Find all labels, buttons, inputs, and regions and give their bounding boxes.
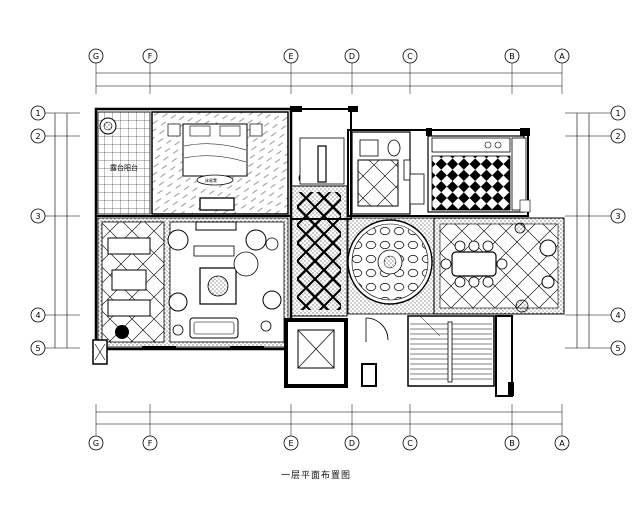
svg-text:2: 2 <box>35 132 40 141</box>
dining-table-icon <box>440 240 508 288</box>
plant-icon <box>99 117 117 135</box>
axis-bubble-left-3: 3 <box>30 208 46 224</box>
axis-bubble-right-5: 5 <box>610 340 626 356</box>
axis-bubble-bottom-D: D <box>344 435 360 451</box>
axis-bubble-bottom-B: B <box>504 435 520 451</box>
svg-text:5: 5 <box>35 344 40 353</box>
axis-bubble-bottom-E: E <box>283 435 299 451</box>
axis-bubble-top-A: A <box>554 48 570 64</box>
svg-text:1: 1 <box>35 109 40 118</box>
terrace: 露台阳台 <box>97 111 151 215</box>
axis-bubble-left-5: 5 <box>30 340 46 356</box>
svg-text:D: D <box>349 439 355 448</box>
axis-bubble-right-3: 3 <box>610 208 626 224</box>
axis-bubble-left-1: 1 <box>30 105 46 121</box>
svg-text:D: D <box>349 52 355 61</box>
elevator-icon <box>284 318 348 388</box>
terrace-label: 露台阳台 <box>110 163 138 172</box>
svg-text:C: C <box>407 52 413 61</box>
svg-text:5: 5 <box>615 344 620 353</box>
axis-bubble-right-4: 4 <box>610 307 626 323</box>
svg-text:3: 3 <box>35 212 40 221</box>
sofa-icon <box>107 237 239 339</box>
axis-bubble-right-1: 1 <box>610 105 626 121</box>
axis-bubble-top-G: G <box>88 48 104 64</box>
entry-door <box>361 317 389 387</box>
drawing-title: 一层平面布置图 <box>280 471 351 481</box>
svg-text:B: B <box>509 439 515 448</box>
axis-bubble-bottom-C: C <box>402 435 418 451</box>
bathroom <box>351 131 425 215</box>
dimension-lines-side <box>54 113 590 348</box>
svg-text:G: G <box>93 52 99 61</box>
bed-icon <box>167 123 263 177</box>
svg-text:4: 4 <box>35 311 40 320</box>
svg-text:E: E <box>288 52 293 61</box>
svg-text:4: 4 <box>615 311 620 320</box>
axis-bubble-left-2: 2 <box>30 128 46 144</box>
svg-text:F: F <box>148 439 153 448</box>
bed-end-bench-label: 床尾凳 <box>205 177 217 183</box>
svg-text:C: C <box>407 439 413 448</box>
svg-text:A: A <box>559 52 565 61</box>
axis-bubble-bottom-G: G <box>88 435 104 451</box>
hall-corridor <box>290 172 348 317</box>
axis-bubble-top-B: B <box>504 48 520 64</box>
svg-text:F: F <box>148 52 153 61</box>
axis-bubble-top-F: F <box>142 48 158 64</box>
round-rug-icon <box>347 217 435 315</box>
lower-stair <box>407 315 495 387</box>
dining-room <box>433 217 565 315</box>
kitchen <box>427 135 531 213</box>
axis-bubble-top-C: C <box>402 48 418 64</box>
svg-text:3: 3 <box>615 212 620 221</box>
axis-bubble-top-E: E <box>283 48 299 64</box>
bedroom: 床尾凳 <box>151 111 289 215</box>
svg-text:B: B <box>509 52 515 61</box>
svg-text:A: A <box>559 439 565 448</box>
axis-bubble-right-2: 2 <box>610 128 626 144</box>
svg-text:E: E <box>288 439 293 448</box>
axis-bubble-left-4: 4 <box>30 307 46 323</box>
svg-text:1: 1 <box>615 109 620 118</box>
svg-text:2: 2 <box>615 132 620 141</box>
dimension-lines-top <box>96 72 562 87</box>
dimension-lines-bottom <box>96 411 562 425</box>
stair-icon <box>299 137 345 185</box>
coffee-table-icon <box>193 245 259 305</box>
axis-bubble-top-D: D <box>344 48 360 64</box>
axis-bubble-bottom-F: F <box>142 435 158 451</box>
svg-text:G: G <box>93 439 99 448</box>
axis-bubble-bottom-A: A <box>554 435 570 451</box>
living-room <box>97 217 289 350</box>
